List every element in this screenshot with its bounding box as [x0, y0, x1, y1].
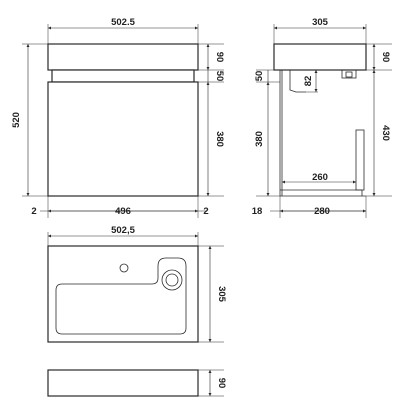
side-basin-top [273, 43, 367, 71]
front-left-gap-label: 2 [31, 206, 36, 217]
plan-waste-outer [161, 269, 183, 291]
basin-side-height-label: 90 [216, 378, 227, 389]
side-cabinet-front [355, 129, 365, 191]
front-overall-height-label: 520 [11, 112, 22, 128]
front-top-width-label: 502.5 [111, 17, 135, 28]
front-drawer-lip [51, 69, 195, 83]
plan-view: 502,5 305 [47, 225, 227, 343]
front-elevation: 502.5 90 50 380 520 2 496 2 [11, 17, 225, 218]
front-body-width-label: 496 [115, 206, 131, 217]
side-inner-depth-label: 260 [312, 172, 328, 183]
side-inner-drop-label: 82 [303, 76, 314, 87]
front-cabinet-body [47, 81, 199, 197]
front-right-gap-label: 2 [203, 206, 208, 217]
plan-depth-label: 305 [216, 286, 227, 303]
basin-side-view: 90 [47, 369, 227, 397]
basin-side-outline [47, 369, 199, 397]
side-waste-pipe [289, 70, 306, 93]
side-top-depth-label: 305 [312, 17, 329, 28]
side-body-height-label: 380 [254, 131, 265, 147]
side-top-height-label: 90 [380, 52, 391, 63]
plan-basin-bowl [55, 257, 187, 335]
front-body-height-label: 380 [214, 131, 225, 147]
plan-waste-drain [165, 273, 179, 287]
plan-width-label: 502,5 [111, 225, 135, 236]
front-top-height-label: 90 [214, 52, 225, 63]
plan-basin-outline [47, 245, 199, 343]
front-basin-top [47, 43, 199, 71]
side-tap-block [341, 69, 357, 79]
plan-tap-hole [119, 263, 129, 273]
side-elevation: 305 90 430 50 380 82 260 18 280 [252, 17, 392, 218]
front-drawer-height-label: 50 [214, 71, 225, 82]
side-overall-height-label: 430 [380, 125, 391, 141]
side-offset-label: 18 [252, 206, 263, 217]
side-upper-left-label: 50 [254, 71, 265, 82]
side-body-depth-label: 280 [314, 206, 330, 217]
